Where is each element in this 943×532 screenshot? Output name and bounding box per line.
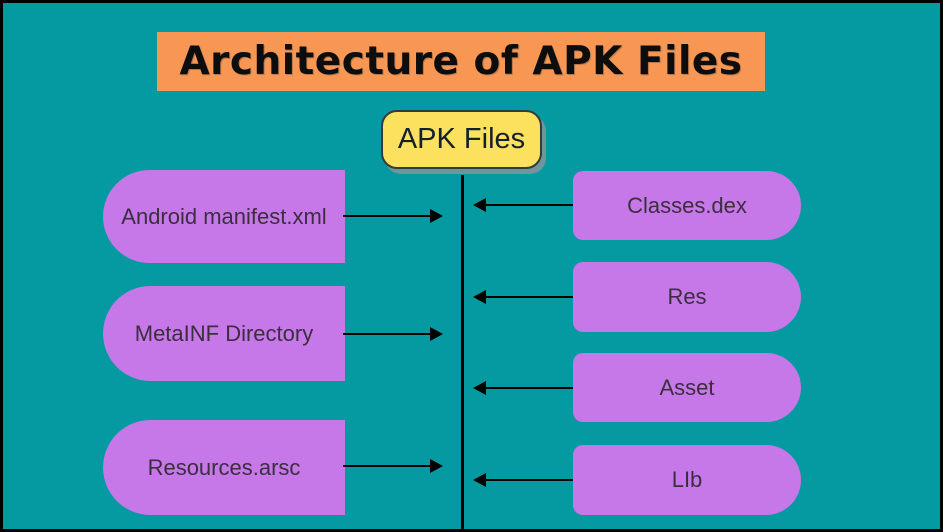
- node-label: Asset: [659, 374, 715, 400]
- arrowhead-right-icon: [430, 459, 443, 473]
- arrowhead-right-icon: [430, 209, 443, 223]
- node-label: Android manifest.xml: [121, 203, 327, 229]
- arrow-shaft: [483, 386, 573, 390]
- arrowhead-left-icon: [473, 290, 486, 304]
- node-label: Classes.dex: [627, 192, 747, 218]
- title-banner: Architecture of APK Files: [157, 32, 765, 91]
- node-asset: Asset: [573, 353, 801, 422]
- arrowhead-left-icon: [473, 381, 486, 395]
- node-label: Res: [667, 284, 707, 309]
- arrow-shaft: [343, 464, 433, 468]
- node-label: MetaINF Directory: [134, 320, 314, 346]
- arrow-lib-icon: [473, 473, 573, 487]
- apk-files-label: APK Files: [397, 123, 526, 155]
- node-android-manifest: Android manifest.xml: [103, 170, 345, 263]
- arrow-res-icon: [473, 290, 573, 304]
- arrowhead-right-icon: [430, 327, 443, 341]
- node-metainf-directory: MetaINF Directory: [103, 286, 345, 381]
- arrow-android-manifest-icon: [343, 209, 443, 223]
- arrow-resources-icon: [343, 459, 443, 473]
- arrow-metainf-icon: [343, 327, 443, 341]
- apk-files-node: APK Files: [381, 110, 542, 169]
- arrow-shaft: [343, 214, 433, 218]
- page-title: Architecture of APK Files: [179, 39, 743, 84]
- node-label: LIb: [671, 467, 703, 492]
- arrow-shaft: [483, 478, 573, 482]
- arrow-classes-dex-icon: [473, 198, 573, 212]
- node-label: Resources.arsc: [147, 454, 301, 480]
- central-connector-line: [461, 175, 464, 529]
- arrow-shaft: [483, 203, 573, 207]
- arrow-shaft: [483, 295, 573, 299]
- arrow-shaft: [343, 332, 433, 336]
- node-lib: LIb: [573, 445, 801, 515]
- node-classes-dex: Classes.dex: [573, 171, 801, 240]
- arrowhead-left-icon: [473, 198, 486, 212]
- node-resources-arsc: Resources.arsc: [103, 420, 345, 515]
- arrowhead-left-icon: [473, 473, 486, 487]
- node-res: Res: [573, 262, 801, 332]
- arrow-asset-icon: [473, 381, 573, 395]
